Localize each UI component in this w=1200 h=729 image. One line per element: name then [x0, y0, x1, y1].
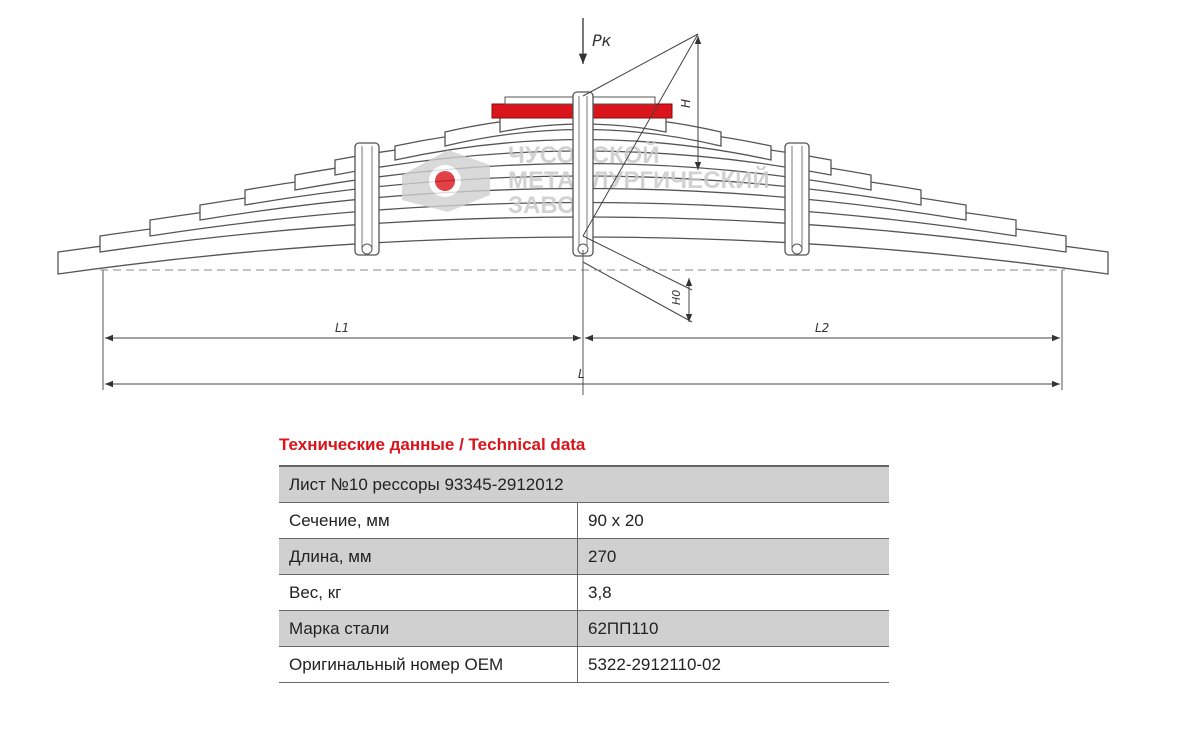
center-bolt — [572, 91, 594, 257]
spec-value: 3,8 — [577, 574, 889, 611]
spec-row: Марка стали 62ПП110 — [279, 610, 889, 647]
spec-label: Марка стали — [279, 610, 578, 647]
spec-row: Сечение, мм 90 x 20 — [279, 502, 889, 539]
spec-value: 270 — [577, 538, 889, 575]
spec-title: Технические данные / Technical data — [279, 435, 586, 454]
clamp-right — [784, 142, 810, 256]
spec-row: Оригинальный номер OEM 5322-2912110-02 — [279, 646, 889, 683]
spec-label: Вес, кг — [279, 574, 578, 611]
spec-label: Длина, мм — [279, 538, 578, 575]
spec-value: 90 x 20 — [577, 502, 889, 539]
l-label: L — [578, 367, 585, 381]
spec-header: Лист №10 рессоры 93345-2912012 — [279, 465, 889, 503]
height0-dimension — [582, 235, 693, 323]
l1-label: L1 — [335, 321, 349, 335]
height0-label: H0 — [670, 290, 683, 305]
height-dimension — [582, 33, 702, 237]
spec-label: Оригинальный номер OEM — [279, 646, 578, 683]
spec-row: Вес, кг 3,8 — [279, 574, 889, 611]
spec-value: 5322-2912110-02 — [577, 646, 889, 683]
spec-value: 62ПП110 — [577, 610, 889, 647]
spec-header-row: Лист №10 рессоры 93345-2912012 — [279, 465, 889, 503]
spec-row: Длина, мм 270 — [279, 538, 889, 575]
l2-label: L2 — [815, 321, 829, 335]
spec-table: Лист №10 рессоры 93345-2912012 Сечение, … — [279, 465, 889, 683]
clamp-left — [354, 142, 380, 256]
height-label: H — [679, 99, 693, 108]
leaf-spring-drawing: ЧУСОВСКОЙ МЕТАЛЛУРГИЧЕСКИЙ ЗАВОД Pк H H0 — [57, 18, 1109, 395]
load-label: Pк — [592, 31, 612, 50]
watermark-line2: МЕТАЛЛУРГИЧЕСКИЙ — [508, 166, 770, 194]
spec-label: Сечение, мм — [279, 502, 578, 539]
